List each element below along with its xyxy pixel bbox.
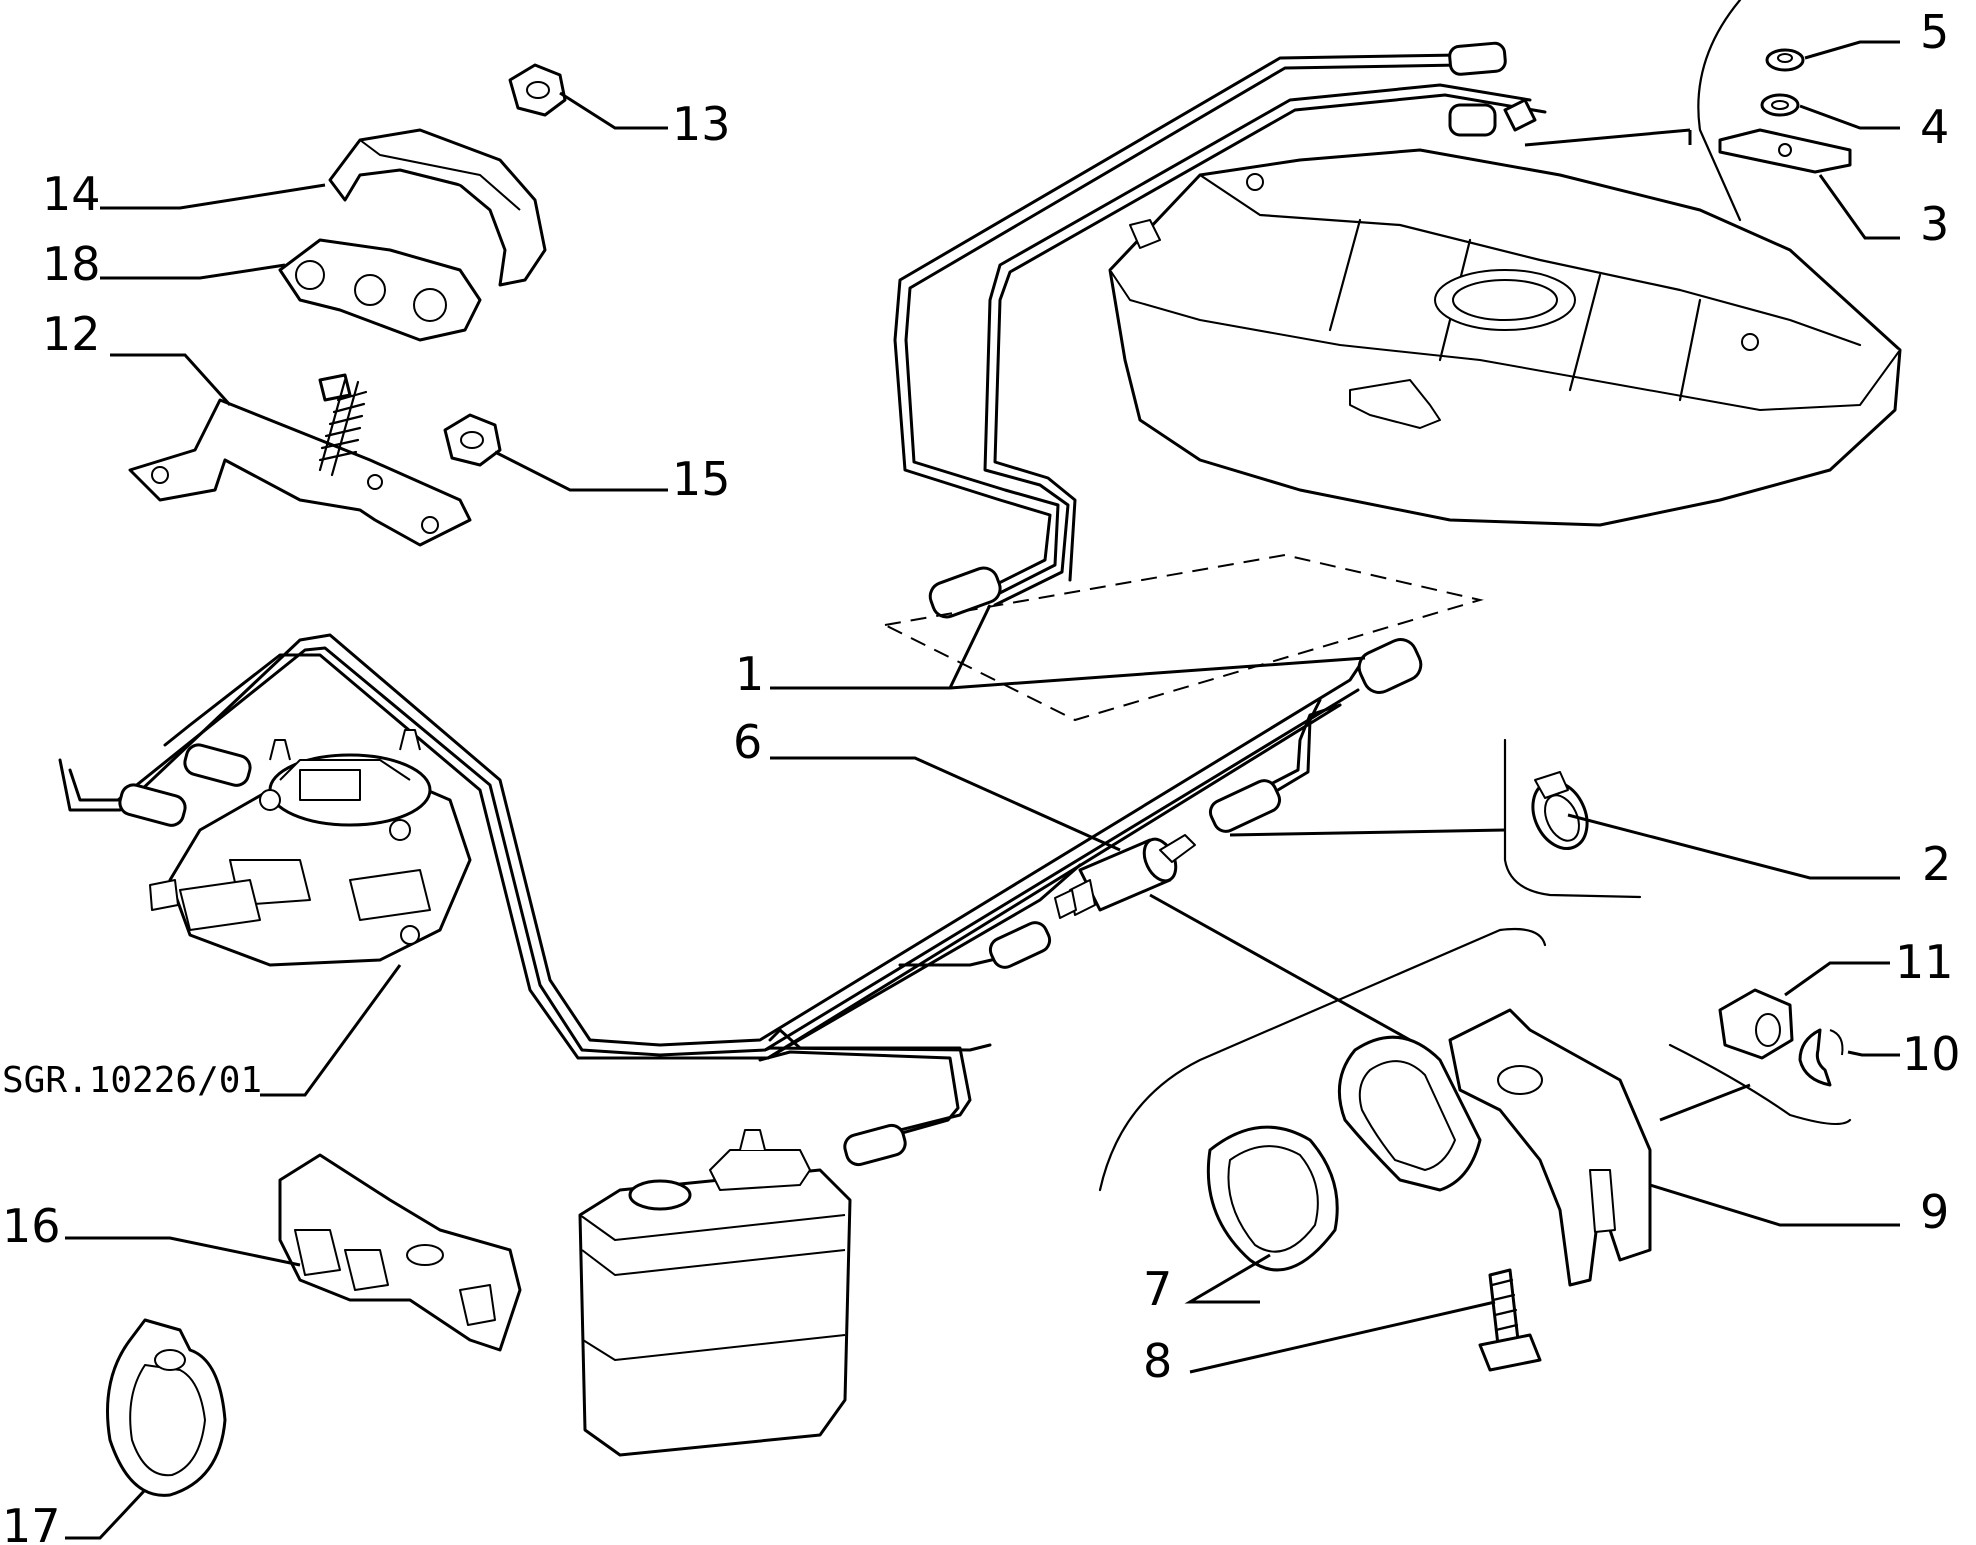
line-clip-16 [278,1153,522,1352]
mounting-bracket [128,373,472,547]
dashed-zone-outline [881,553,1484,722]
callout-16: 16 [2,1199,61,1253]
carbon-canister [578,1129,852,1457]
callout-3: 3 [1920,197,1949,251]
callout-10: 10 [1902,1027,1961,1081]
callout-18: 18 [42,237,101,291]
main-fuel-lines [58,633,1423,1167]
washer-4 [1760,93,1800,117]
bracket-curve-right [1697,0,1742,222]
throttle-body [149,729,472,967]
nut-13 [508,63,567,117]
clip-cover [328,128,547,287]
tank-fuel-lines [893,41,1547,619]
callout-2: 2 [1922,837,1951,891]
callout-9: 9 [1920,1185,1949,1239]
leader-lines [65,40,1900,1540]
callout-12: 12 [42,307,101,361]
callout-5: 5 [1920,5,1949,59]
hose-clamp-2 [1531,771,1589,850]
callout-7: 7 [1143,1262,1172,1316]
washer-nut-5 [1765,48,1805,72]
nut-11 [1718,988,1794,1060]
callout-15: 15 [672,452,731,506]
callout-14: 14 [42,167,101,221]
callout-labels: 1 2 3 4 5 6 7 8 9 10 11 12 13 14 15 16 1… [2,5,1961,1545]
fuel-filter [1054,834,1196,919]
callout-1: 1 [735,647,764,701]
callout-4: 4 [1920,100,1949,154]
filter-bracket-9 [1337,1008,1652,1287]
plate-3 [1718,128,1852,174]
bolt-8 [1478,1268,1542,1372]
line-clip [278,238,482,342]
callout-13: 13 [672,97,731,151]
callout-8: 8 [1143,1334,1172,1388]
callout-17: 17 [2,1499,61,1545]
reference-code: SGR.10226/01 [2,1060,262,1101]
nut-15 [443,413,502,467]
clip-10 [1798,1028,1844,1087]
filter-sleeve-7 [1206,1125,1339,1272]
callout-6: 6 [733,715,762,769]
bracket-curve-clamp [1503,738,1642,899]
fuel-tank [1108,148,1902,527]
bracket-curve-filter [1098,927,1547,1192]
hose-clamp-17 [106,1318,227,1497]
callout-11: 11 [1895,935,1954,989]
bracket-curve-nut [1668,1043,1852,1126]
